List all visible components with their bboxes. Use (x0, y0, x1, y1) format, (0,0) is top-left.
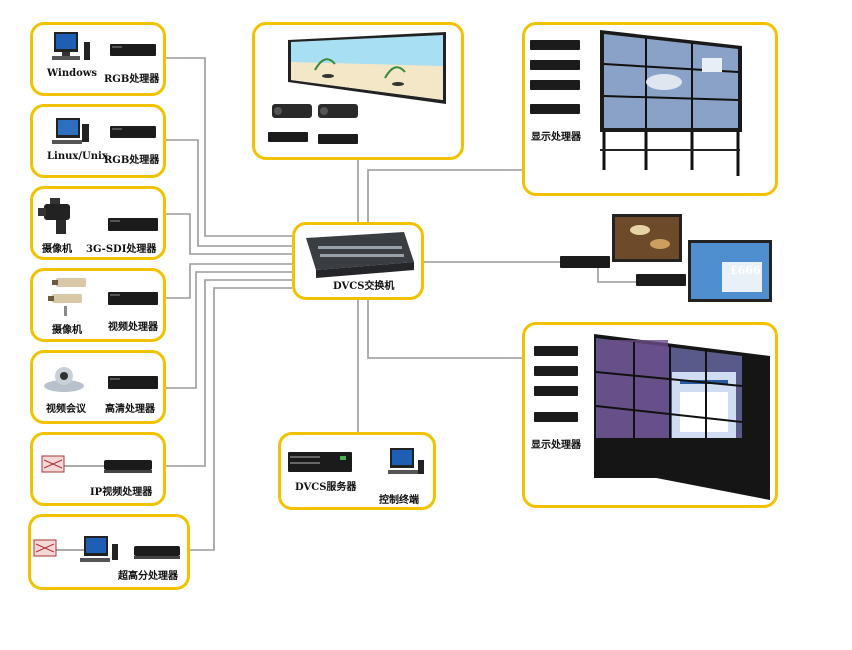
server-label: DVCS服务器 (295, 482, 357, 493)
switch-label: DVCS交换机 (333, 281, 395, 292)
terminal-label: 控制终端 (379, 495, 419, 506)
source-4-processor-label: 视频处理器 (108, 322, 158, 333)
server-rack-icon (288, 452, 352, 472)
projector-icon (272, 104, 358, 118)
ultra-processor-icon (134, 546, 180, 559)
network-switch-icon (306, 232, 414, 278)
conference-camera-icon (44, 367, 84, 392)
wall-bottom-processor-label: 显示处理器 (531, 440, 581, 451)
link-source-3 (165, 213, 292, 255)
link-signage-2 (597, 268, 636, 283)
link-source-6 (165, 279, 292, 467)
link-wall-bottom (367, 300, 522, 359)
digital-signage-screen-icon (612, 214, 682, 262)
processor-stack-icon (534, 346, 578, 422)
link-source-5 (165, 271, 292, 389)
tower-icon (82, 124, 89, 142)
link-source-7 (189, 287, 292, 551)
source-6-processor-label: IP视频处理器 (90, 487, 153, 498)
lcd-wall-icon (600, 30, 742, 176)
ip-processor-icon (104, 460, 152, 473)
monitor-icon (388, 448, 418, 474)
processor-icon (268, 132, 308, 142)
source-1-device-label: Windows (47, 68, 98, 79)
signage-text: £666 (730, 264, 761, 277)
tower-icon (418, 460, 424, 474)
rear-projection-wall-icon (594, 334, 770, 500)
source-3-processor-label: 3G-SDI处理器 (86, 244, 157, 255)
panoramic-screen-icon (288, 32, 446, 104)
monitor-icon (52, 118, 82, 144)
processor-icon (108, 376, 158, 389)
source-2-device-label: Linux/Unix (47, 151, 108, 162)
wall-top-processor-label: 显示处理器 (531, 132, 581, 143)
network-device-icon (41, 455, 65, 473)
video-camera-icon (38, 198, 70, 234)
source-7-processor-label: 超高分处理器 (118, 571, 178, 582)
monitor-icon (52, 32, 80, 60)
source-4-device-label: 摄像机 (52, 325, 82, 336)
link-source-1 (165, 57, 292, 237)
link-wall-top (367, 169, 522, 222)
source-5-device-label: 视频会议 (46, 404, 86, 415)
tower-icon (112, 544, 118, 560)
processor-icon (560, 256, 610, 268)
source-1-processor-label: RGB处理器 (104, 74, 160, 85)
source-5-processor-label: 高清处理器 (105, 404, 155, 415)
monitor-icon (80, 536, 110, 562)
digital-signage-screen-icon (688, 240, 772, 302)
processor-icon (318, 134, 358, 144)
source-2-processor-label: RGB处理器 (104, 155, 160, 166)
processor-stack-icon (530, 40, 580, 114)
processor-icon (108, 292, 158, 305)
processor-icon (108, 218, 158, 231)
link-source-2 (165, 139, 292, 247)
link-source-4 (165, 263, 292, 299)
tower-icon (84, 42, 90, 60)
source-3-device-label: 摄像机 (42, 244, 72, 255)
cctv-camera-icon (48, 278, 86, 316)
processor-icon (636, 274, 686, 286)
network-device-icon (33, 539, 57, 557)
